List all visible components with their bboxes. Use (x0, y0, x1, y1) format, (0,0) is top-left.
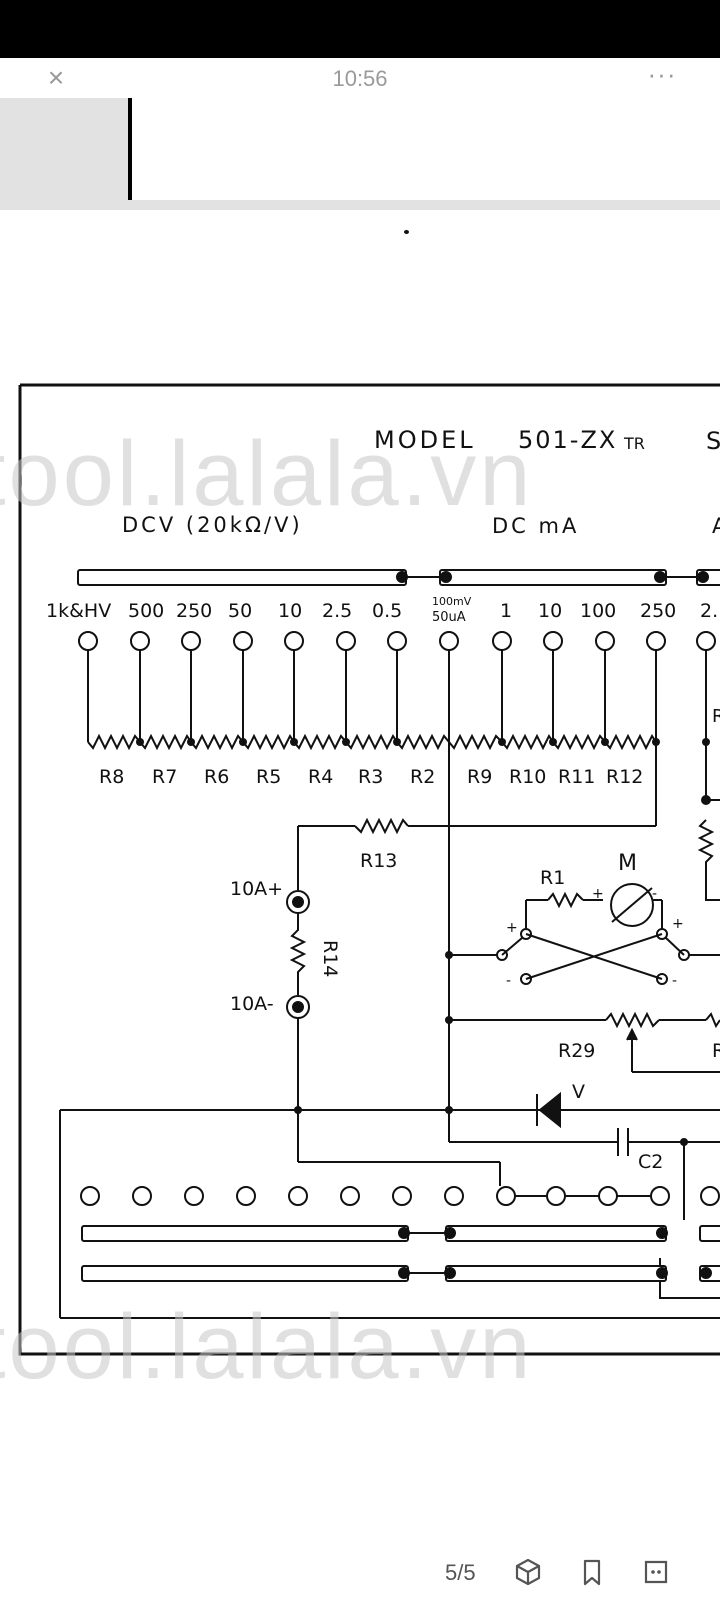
range-label-100mv: 100mV (432, 595, 472, 608)
capacitor-c2 (449, 1128, 720, 1220)
range-labels: 1k&HV 500 250 50 10 2.5 0.5 100mV 50uA 1… (46, 595, 718, 625)
range-label-0-5: 0.5 (372, 600, 402, 622)
junction (445, 1106, 453, 1114)
label-r12: R12 (606, 766, 643, 788)
schematic-diagram[interactable]: MODEL 501-ZX TR S DCV (20kΩ/V) DC mA A 1… (0, 380, 720, 1360)
meter-section (449, 883, 720, 985)
range-label-cut: 2. (700, 600, 718, 622)
junction (294, 1106, 302, 1114)
comment-icon[interactable] (640, 1556, 672, 1588)
r29-branch (449, 1011, 720, 1073)
range-label-500: 500 (128, 600, 164, 622)
resistor-chain (87, 733, 657, 751)
previous-page-edge (0, 98, 720, 210)
section-cut: A (712, 514, 720, 538)
range-label-50ua: 50uA (432, 610, 466, 625)
title-model: MODEL (374, 426, 476, 454)
label-r7: R7 (152, 766, 177, 788)
page-indicator: 5/5 (445, 1560, 476, 1585)
diode-v (60, 1091, 720, 1129)
close-button[interactable]: × (47, 62, 65, 93)
label-r2: R2 (410, 766, 435, 788)
page-speck (404, 230, 409, 234)
previous-page-content (132, 98, 720, 200)
svg-text:-: - (652, 886, 657, 902)
resistor-labels: R8 R7 R6 R5 R4 R3 R2 R9 R10 R11 R12 (99, 766, 643, 788)
chain-junctions (136, 738, 710, 746)
junction (680, 1138, 688, 1146)
cube-3d-icon[interactable] (512, 1556, 544, 1588)
section-dcv: DCV (20kΩ/V) (122, 513, 303, 537)
top-bar: × 10:56 ··· (0, 58, 720, 99)
range-label-10: 10 (278, 600, 302, 622)
junction (445, 951, 453, 959)
previous-page-divider (128, 98, 133, 200)
range-label-10ma: 10 (538, 600, 562, 622)
right-partial-circuit (697, 742, 720, 901)
r13-branch (297, 742, 657, 890)
title-suffix: TR (623, 434, 645, 453)
range-label-250ma: 250 (640, 600, 676, 622)
label-r10: R10 (509, 766, 546, 788)
label-r29: R29 (558, 1040, 595, 1062)
bottom-switch-bars (81, 1225, 720, 1282)
label-r3: R3 (358, 766, 383, 788)
label-diode-v: V (572, 1081, 585, 1103)
clock-time: 10:56 (332, 66, 388, 91)
label-r1: R1 (540, 867, 565, 889)
svg-text:-: - (506, 973, 511, 989)
label-r4: R4 (308, 766, 333, 788)
cut-r2-label: R (712, 1040, 720, 1062)
label-r14: R14 (319, 940, 341, 977)
label-c2: C2 (638, 1151, 663, 1173)
status-bar (0, 0, 720, 58)
top-contacts (78, 631, 716, 1142)
cut-r-label: R (712, 706, 720, 727)
svg-text:+: + (592, 886, 604, 902)
svg-text:+: + (506, 920, 518, 936)
section-dcma: DC mA (492, 514, 579, 538)
range-label-2-5: 2.5 (322, 600, 352, 622)
range-label-1ma: 1 (500, 600, 512, 622)
title-cut: S (706, 427, 720, 455)
label-r13: R13 (360, 850, 397, 872)
label-r11: R11 (558, 766, 595, 788)
range-label-1k-hv: 1k&HV (46, 600, 111, 622)
svg-text:-: - (672, 973, 677, 989)
label-r6: R6 (204, 766, 229, 788)
label-meter: M (618, 851, 637, 876)
range-label-50: 50 (228, 600, 252, 622)
svg-text:+: + (672, 916, 684, 932)
polarity-marks: + - + + - - (506, 886, 684, 989)
range-label-100ma: 100 (580, 600, 616, 622)
label-r9: R9 (467, 766, 492, 788)
junction (445, 1016, 453, 1024)
label-10a-plus: 10A+ (230, 878, 283, 900)
bottom-toolbar: 5/5 (0, 1550, 720, 1600)
label-10a-minus: 10A- (230, 993, 274, 1015)
title-number: 501-ZX (518, 426, 617, 454)
10a-terminals (286, 890, 310, 1162)
bottom-loop (59, 1110, 720, 1319)
top-switch-bars (77, 569, 720, 586)
label-r5: R5 (256, 766, 281, 788)
bottom-contacts (80, 1186, 720, 1206)
more-options-button[interactable]: ··· (647, 59, 677, 89)
label-r8: R8 (99, 766, 124, 788)
range-label-250: 250 (176, 600, 212, 622)
bookmark-icon[interactable] (576, 1556, 608, 1588)
